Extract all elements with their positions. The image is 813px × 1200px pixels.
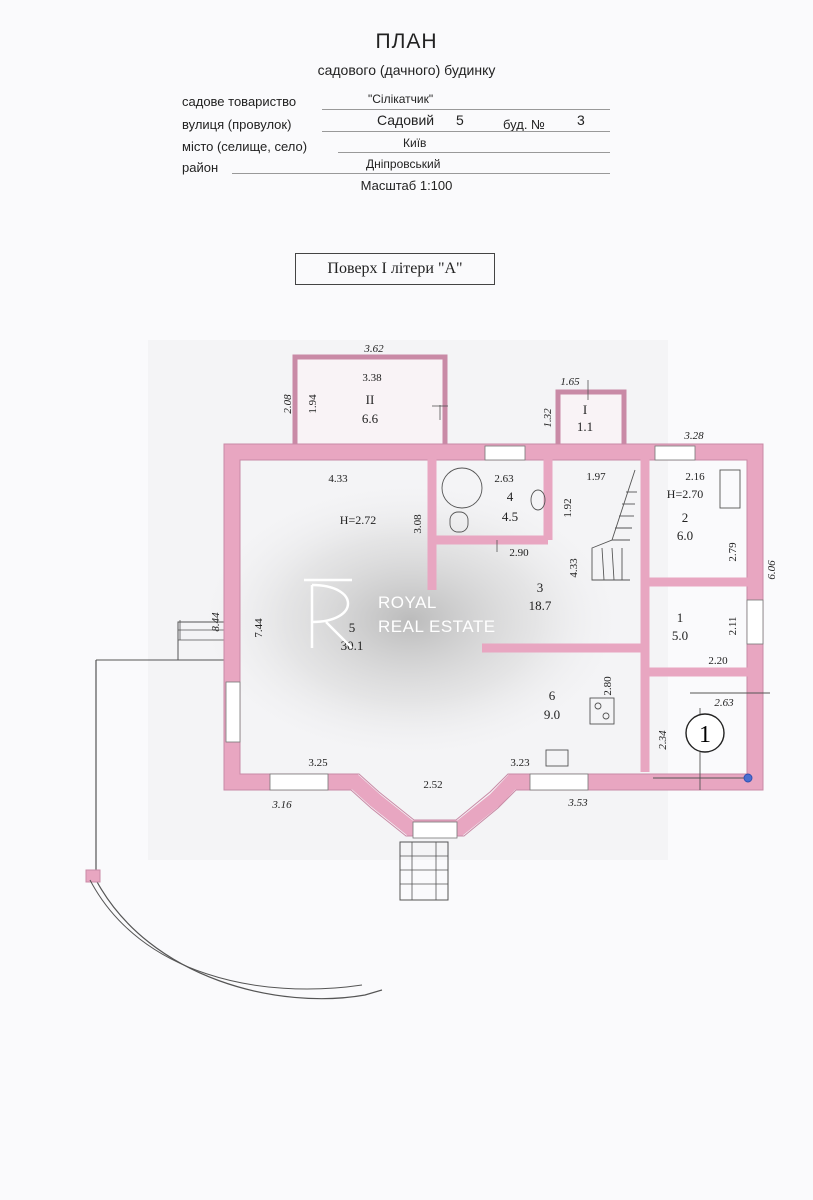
dim-label: 1.65 (560, 376, 580, 388)
room-id-1: 1 (677, 610, 684, 625)
watermark-logo (304, 578, 353, 649)
room-id-3: 3 (537, 580, 544, 595)
scale-label: Масштаб 1:100 (360, 178, 453, 193)
dim-label: 2.80 (602, 676, 614, 696)
room-area-II: 6.6 (362, 411, 379, 426)
dim-label: 2.79 (727, 542, 739, 562)
dim-label: 3.16 (271, 799, 292, 811)
room-id-I: I (583, 402, 587, 417)
ceiling-height-room-2: H=2.70 (667, 487, 703, 501)
underline (232, 173, 610, 174)
dim-label: 2.16 (685, 471, 705, 483)
field-value-street: Садовий (377, 112, 435, 128)
annex-room-II (292, 354, 448, 450)
dim-label: 1.94 (307, 394, 319, 414)
dim-label: 3.28 (683, 430, 704, 442)
room-id-4: 4 (507, 489, 514, 504)
field-value-city: Київ (403, 136, 427, 150)
room-id-6: 6 (549, 688, 556, 703)
dim-label: 3.62 (363, 343, 384, 355)
dimension-ticks (179, 380, 589, 640)
dim-label: 3.53 (567, 797, 588, 809)
room-area-1: 5.0 (672, 628, 688, 643)
room-area-3: 18.7 (529, 598, 552, 613)
dim-label: 1.32 (542, 408, 554, 428)
section-marker (685, 713, 725, 753)
dim-label: 2.63 (494, 473, 514, 485)
terrace-arc-inner (89, 879, 363, 990)
room-id-2: 2 (682, 510, 689, 525)
dim-label: 3.08 (412, 514, 424, 534)
dim-label: 8.44 (210, 612, 222, 632)
room-id-II: II (366, 392, 375, 407)
plan-title: ПЛАН (375, 30, 438, 53)
dim-label: 4.33 (328, 473, 348, 485)
room-area-4: 4.5 (502, 509, 518, 524)
field-label-building: буд. № (503, 117, 545, 132)
room-id-5: 5 (349, 620, 356, 635)
terrace-post (85, 869, 101, 883)
dim-label: 4.33 (568, 558, 580, 578)
underline (322, 109, 610, 110)
dim-label: 7.44 (253, 618, 265, 638)
watermark-glow (180, 470, 640, 770)
field-label-street: вулиця (провулок) (182, 117, 292, 132)
dim-label: 1.92 (562, 498, 574, 517)
bathroom-fixtures (441, 467, 546, 533)
dim-label: 2.08 (282, 394, 294, 414)
floor-label-box: Поверх I літери "A" (295, 253, 495, 285)
field-label-society: садове товариство (182, 94, 297, 109)
dim-label: 2.90 (509, 547, 529, 559)
dim-label: 1.97 (586, 471, 606, 483)
underline (322, 131, 610, 132)
room-area-6: 9.0 (544, 707, 560, 722)
field-label-district: район (182, 160, 219, 175)
dim-label: 3.25 (308, 757, 328, 769)
ceiling-height-main: H=2.72 (340, 513, 376, 527)
field-label-city: місто (селище, село) (182, 139, 308, 154)
windows (225, 445, 764, 839)
dim-label: 2.20 (708, 655, 728, 667)
section-marker-label: 1 (699, 722, 711, 748)
entry-steps (399, 841, 449, 901)
dim-label: 2.52 (423, 779, 442, 791)
room-area-2: 6.0 (677, 528, 693, 543)
field-value-district: Дніпровський (366, 157, 441, 171)
kitchen-fixtures (545, 469, 741, 767)
underline (338, 152, 610, 153)
staircase (591, 469, 637, 581)
dim-label: 6.06 (766, 560, 778, 580)
interior-walls (427, 458, 752, 772)
dim-label: 2.63 (714, 697, 734, 709)
dim-label: 3.38 (362, 372, 382, 384)
watermark-line-1: ROYAL (378, 593, 437, 612)
field-value-number: 5 (456, 112, 464, 128)
field-value-building: 3 (577, 112, 585, 128)
field-value-society: "Сілікатчик" (368, 92, 434, 106)
dim-label: 2.34 (657, 730, 669, 750)
plan-subtitle: садового (дачного) будинку (317, 62, 496, 78)
room-area-I: 1.1 (577, 419, 593, 434)
dim-label: 2.11 (727, 617, 739, 636)
dim-label: 3.23 (510, 757, 530, 769)
terrace-arc (95, 660, 383, 1000)
watermark-line-2: REAL ESTATE (378, 617, 496, 636)
